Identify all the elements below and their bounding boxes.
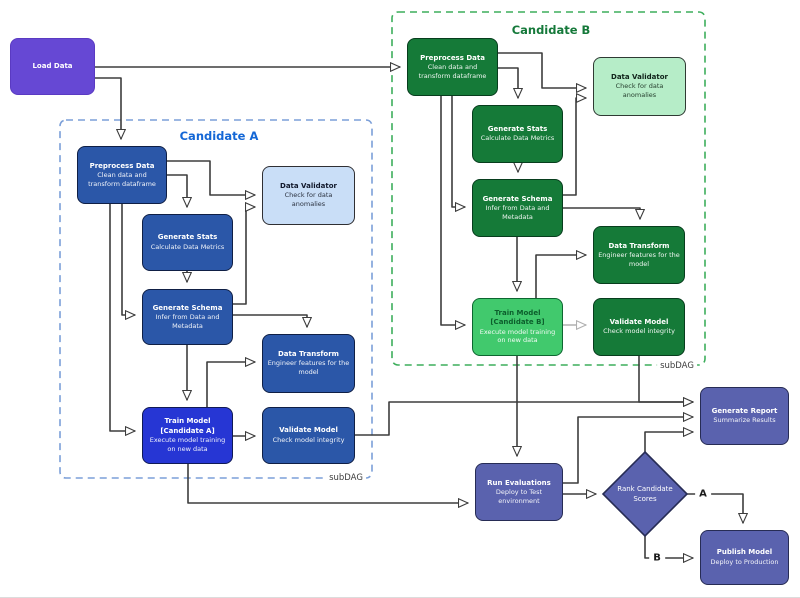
- edge-generate-schema-a-to-data-validator-a: [233, 207, 255, 305]
- node-title: Validate Model: [609, 317, 669, 326]
- branch-b-label: B: [649, 552, 665, 564]
- node-title: Data Transform: [608, 241, 670, 250]
- subdag-candidate-a-title: Candidate A: [179, 129, 259, 143]
- edge-generate-schema-b-to-data-transform-b: [563, 207, 640, 219]
- node-generate-schema-b[interactable]: Generate Schema Infer from Data and Meta…: [472, 179, 563, 237]
- node-load-data[interactable]: Load Data: [10, 38, 95, 95]
- node-title: Generate Schema: [152, 303, 223, 312]
- node-title: Load Data: [32, 61, 73, 70]
- edge-load-data-to-preprocess-a: [95, 77, 121, 139]
- node-subtitle: Deploy to Test environment: [495, 487, 543, 505]
- node-run-evaluations[interactable]: Run Evaluations Deploy to Test environme…: [475, 463, 563, 521]
- edge-validate-model-a-to-generate-report: [355, 402, 693, 436]
- edge-preprocess-b-to-generate-schema-b: [451, 96, 465, 207]
- edge-preprocess-b-to-train-model-b: [440, 96, 465, 325]
- node-title: Preprocess Data: [89, 161, 155, 170]
- node-preprocess-data-b[interactable]: Preprocess Data Clean data and transform…: [407, 38, 498, 96]
- edge-preprocess-a-to-generate-stats-a: [167, 174, 187, 207]
- node-title: Preprocess Data: [420, 53, 485, 62]
- node-data-validator-a[interactable]: Data Validator Check for data anomalies: [262, 166, 355, 225]
- node-subtitle: Infer from Data and Metadata: [485, 203, 550, 221]
- edges: [95, 52, 743, 558]
- node-subtitle: Check model integrity: [603, 327, 675, 336]
- node-subtitle: Check for data anomalies: [615, 82, 664, 100]
- node-subtitle: Summarize Results: [713, 416, 776, 425]
- edge-train-model-a-to-data-transform-a: [206, 362, 255, 407]
- node-generate-report[interactable]: Generate Report Summarize Results: [700, 387, 789, 445]
- node-subtitle: Deploy to Production: [710, 557, 779, 566]
- node-publish-model[interactable]: Publish Model Deploy to Production: [700, 530, 789, 585]
- node-validate-model-b[interactable]: Validate Model Check model integrity: [593, 298, 685, 356]
- edge-generate-schema-a-to-data-transform-a: [233, 314, 307, 327]
- node-title: Generate Schema: [482, 194, 553, 203]
- node-title: Generate Stats: [157, 233, 218, 242]
- edge-preprocess-a-to-data-validator-a: [167, 160, 255, 195]
- edge-preprocess-b-to-data-validator-b: [498, 52, 586, 88]
- edge-rank-candidate-scores-b-to-publish-model: [644, 536, 693, 558]
- node-subtitle: Engineer features for the model: [267, 359, 350, 377]
- edge-train-model-a-to-run-evaluations: [187, 464, 468, 503]
- node-subtitle: Execute model training on new data: [479, 327, 556, 345]
- branch-a-label: A: [695, 488, 711, 500]
- subdag-candidate-a-tag: subDAG: [326, 473, 366, 483]
- node-preprocess-data-a[interactable]: Preprocess Data Clean data and transform…: [77, 146, 167, 204]
- node-train-model-a[interactable]: Train Model [Candidate A] Execute model …: [142, 407, 233, 464]
- node-data-transform-b[interactable]: Data Transform Engineer features for the…: [593, 226, 685, 284]
- node-title: Publish Model: [716, 548, 773, 557]
- node-title: Validate Model: [279, 426, 338, 435]
- subdag-candidate-b-border: [391, 11, 706, 366]
- edge-run-evaluations-to-generate-report: [563, 417, 693, 484]
- node-title: Train Model: [164, 417, 211, 426]
- node-title-line2: [Candidate B]: [490, 318, 545, 327]
- subdag-candidate-a-border: [59, 119, 373, 479]
- edge-generate-schema-b-to-data-validator-b: [563, 98, 586, 196]
- edge-preprocess-a-to-generate-schema-a: [121, 204, 135, 315]
- node-subtitle: Engineer features for the model: [598, 250, 680, 268]
- node-subtitle: Check for data anomalies: [284, 191, 333, 209]
- node-subtitle: Infer from Data and Metadata: [155, 312, 220, 330]
- node-subtitle: Clean data and transform dataframe: [88, 170, 156, 188]
- node-title: Data Validator: [611, 73, 668, 82]
- node-title-line2: [Candidate A]: [160, 426, 215, 435]
- node-subtitle: Calculate Data Metrics: [480, 134, 555, 143]
- edge-validate-model-b-to-generate-report: [638, 356, 693, 402]
- node-subtitle: Clean data and transform dataframe: [418, 62, 487, 80]
- node-title: Data Transform: [278, 350, 339, 359]
- node-subtitle: Calculate Data Metrics: [150, 242, 225, 251]
- edge-train-model-b-to-data-transform-b: [535, 255, 586, 298]
- node-generate-schema-a[interactable]: Generate Schema Infer from Data and Meta…: [142, 289, 233, 345]
- node-validate-model-a[interactable]: Validate Model Check model integrity: [262, 407, 355, 464]
- node-title: Generate Stats: [487, 124, 548, 133]
- edge-preprocess-a-to-train-model-a: [109, 204, 135, 431]
- edge-preprocess-b-to-generate-stats-b: [498, 67, 518, 98]
- node-train-model-b[interactable]: Train Model [Candidate B] Execute model …: [472, 298, 563, 356]
- subdag-candidate-b-title: Candidate B: [511, 23, 591, 37]
- node-title: Train Model: [494, 308, 541, 317]
- node-title: Run Evaluations: [487, 478, 551, 487]
- node-generate-stats-b[interactable]: Generate Stats Calculate Data Metrics: [472, 105, 563, 163]
- node-data-validator-b[interactable]: Data Validator Check for data anomalies: [593, 57, 686, 116]
- node-data-transform-a[interactable]: Data Transform Engineer features for the…: [262, 334, 355, 393]
- node-subtitle: Check model integrity: [272, 435, 345, 444]
- node-title: Generate Report: [711, 406, 778, 415]
- subdag-candidate-b-tag: subDAG: [657, 361, 697, 371]
- node-generate-stats-a[interactable]: Generate Stats Calculate Data Metrics: [142, 214, 233, 271]
- node-title: Data Validator: [280, 182, 337, 191]
- node-rank-candidate-scores[interactable]: [601, 450, 689, 538]
- edge-rank-candidate-scores-to-generate-report: [644, 432, 693, 452]
- node-subtitle: Execute model training on new data: [149, 436, 226, 453]
